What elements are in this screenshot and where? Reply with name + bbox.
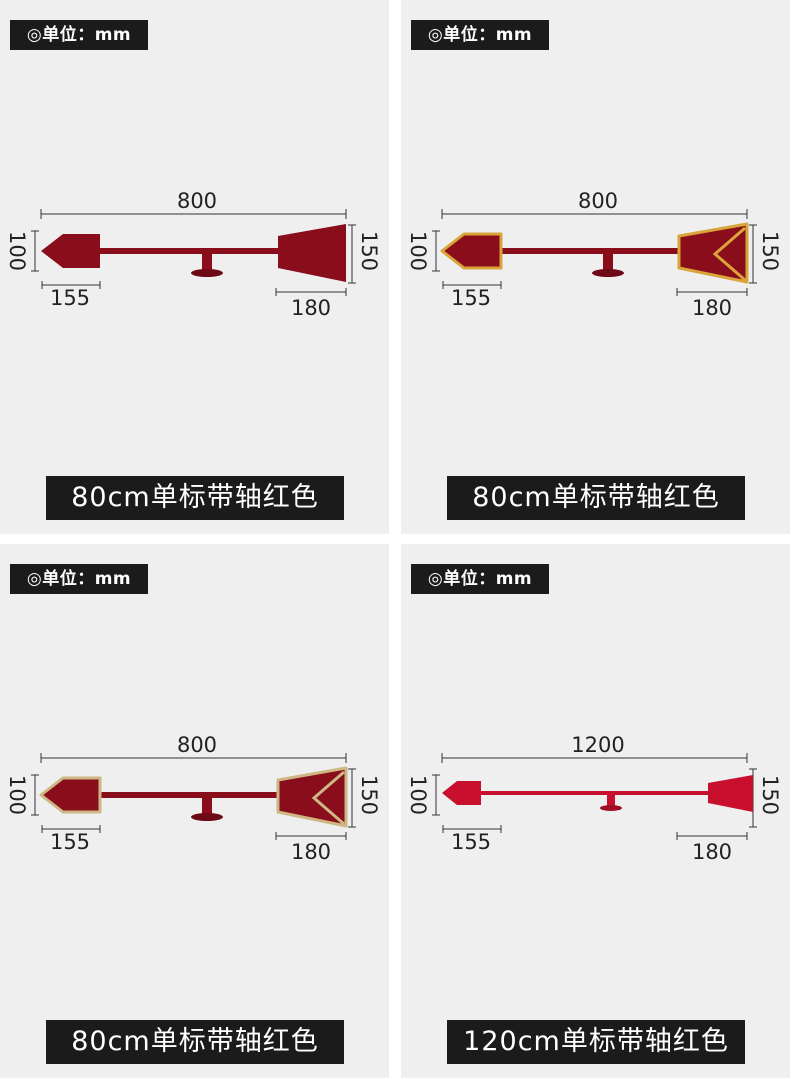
right-width-label: 180 bbox=[692, 840, 732, 864]
unit-badge: ◎单位：mm bbox=[10, 564, 148, 594]
right-height-label: 150 bbox=[357, 231, 381, 271]
pivot-mount bbox=[191, 253, 223, 277]
arrow-head bbox=[39, 776, 102, 814]
right-height-label: 150 bbox=[758, 231, 782, 271]
shaft bbox=[60, 248, 296, 254]
product-caption: 80cm单标带轴红色 bbox=[46, 476, 344, 520]
unit-badge: ◎单位：mm bbox=[10, 20, 148, 50]
wind-vane bbox=[41, 224, 346, 282]
pivot-mount bbox=[191, 797, 223, 821]
product-panel-3: ◎单位：mm 800 100 155 150 bbox=[0, 544, 389, 1078]
product-panel-4: ◎单位：mm 1200 100 155 150 bbox=[401, 544, 790, 1078]
pivot-mount bbox=[592, 253, 624, 277]
left-height-dimension: 100 bbox=[406, 230, 440, 272]
right-width-label: 180 bbox=[692, 296, 732, 320]
right-width-dimension: 180 bbox=[676, 288, 748, 320]
left-width-dimension: 155 bbox=[442, 825, 502, 854]
dimension-diagram: 800 100 155 150 180 bbox=[5, 189, 381, 320]
unit-badge: ◎单位：mm bbox=[411, 564, 549, 594]
left-width-label: 155 bbox=[451, 830, 491, 854]
right-width-dimension: 180 bbox=[275, 832, 347, 864]
total-length-dimension: 800 bbox=[40, 189, 347, 219]
left-width-dimension: 155 bbox=[41, 281, 101, 310]
right-width-label: 180 bbox=[291, 296, 331, 320]
dimension-diagram: 800 100 155 150 180 bbox=[406, 189, 782, 320]
right-height-dimension: 150 bbox=[749, 768, 782, 828]
total-length-label: 800 bbox=[177, 189, 217, 213]
right-height-dimension: 150 bbox=[348, 768, 381, 828]
left-height-label: 100 bbox=[5, 775, 29, 815]
left-height-label: 100 bbox=[406, 231, 430, 271]
left-height-dimension: 100 bbox=[406, 774, 440, 816]
left-height-label: 100 bbox=[5, 231, 29, 271]
total-length-dimension: 800 bbox=[40, 733, 347, 763]
wind-vane bbox=[440, 222, 749, 284]
shaft bbox=[60, 792, 296, 798]
arrow-head bbox=[440, 232, 503, 270]
tail-chevron-trim bbox=[712, 226, 746, 282]
pivot-mount bbox=[600, 795, 622, 811]
left-height-dimension: 100 bbox=[5, 230, 39, 272]
left-width-label: 155 bbox=[50, 830, 90, 854]
tail-fin bbox=[708, 775, 753, 812]
arrow-head bbox=[442, 781, 481, 805]
product-panel-1: ◎单位：mm 800 100 155 150 bbox=[0, 0, 389, 534]
dimension-diagram: 800 100 155 150 180 bbox=[5, 733, 381, 864]
left-height-dimension: 100 bbox=[5, 774, 39, 816]
right-height-dimension: 150 bbox=[348, 224, 381, 284]
tail-fin bbox=[278, 224, 346, 282]
left-width-dimension: 155 bbox=[442, 281, 502, 310]
left-width-dimension: 155 bbox=[41, 825, 101, 854]
right-height-label: 150 bbox=[357, 775, 381, 815]
product-caption: 80cm单标带轴红色 bbox=[46, 1020, 344, 1064]
total-length-dimension: 1200 bbox=[441, 733, 748, 763]
right-height-label: 150 bbox=[758, 775, 782, 815]
right-width-label: 180 bbox=[291, 840, 331, 864]
total-length-label: 800 bbox=[578, 189, 618, 213]
tail-chevron-trim bbox=[311, 770, 345, 826]
shaft bbox=[461, 248, 697, 254]
total-length-dimension: 800 bbox=[441, 189, 748, 219]
left-width-label: 155 bbox=[50, 286, 90, 310]
product-caption: 80cm单标带轴红色 bbox=[447, 476, 745, 520]
shaft bbox=[461, 791, 721, 795]
wind-vane bbox=[39, 766, 348, 828]
unit-badge: ◎单位：mm bbox=[411, 20, 549, 50]
left-width-label: 155 bbox=[451, 286, 491, 310]
product-panel-2: ◎单位：mm 800 100 155 150 bbox=[401, 0, 790, 534]
right-width-dimension: 180 bbox=[275, 288, 347, 320]
right-width-dimension: 180 bbox=[676, 832, 748, 864]
dimension-diagram: 1200 100 155 150 180 bbox=[406, 733, 782, 864]
wind-vane bbox=[442, 775, 753, 812]
right-height-dimension: 150 bbox=[749, 224, 782, 284]
total-length-label: 800 bbox=[177, 733, 217, 757]
left-height-label: 100 bbox=[406, 775, 430, 815]
total-length-label: 1200 bbox=[571, 733, 624, 757]
arrow-head bbox=[41, 234, 100, 268]
product-caption: 120cm单标带轴红色 bbox=[447, 1020, 745, 1064]
